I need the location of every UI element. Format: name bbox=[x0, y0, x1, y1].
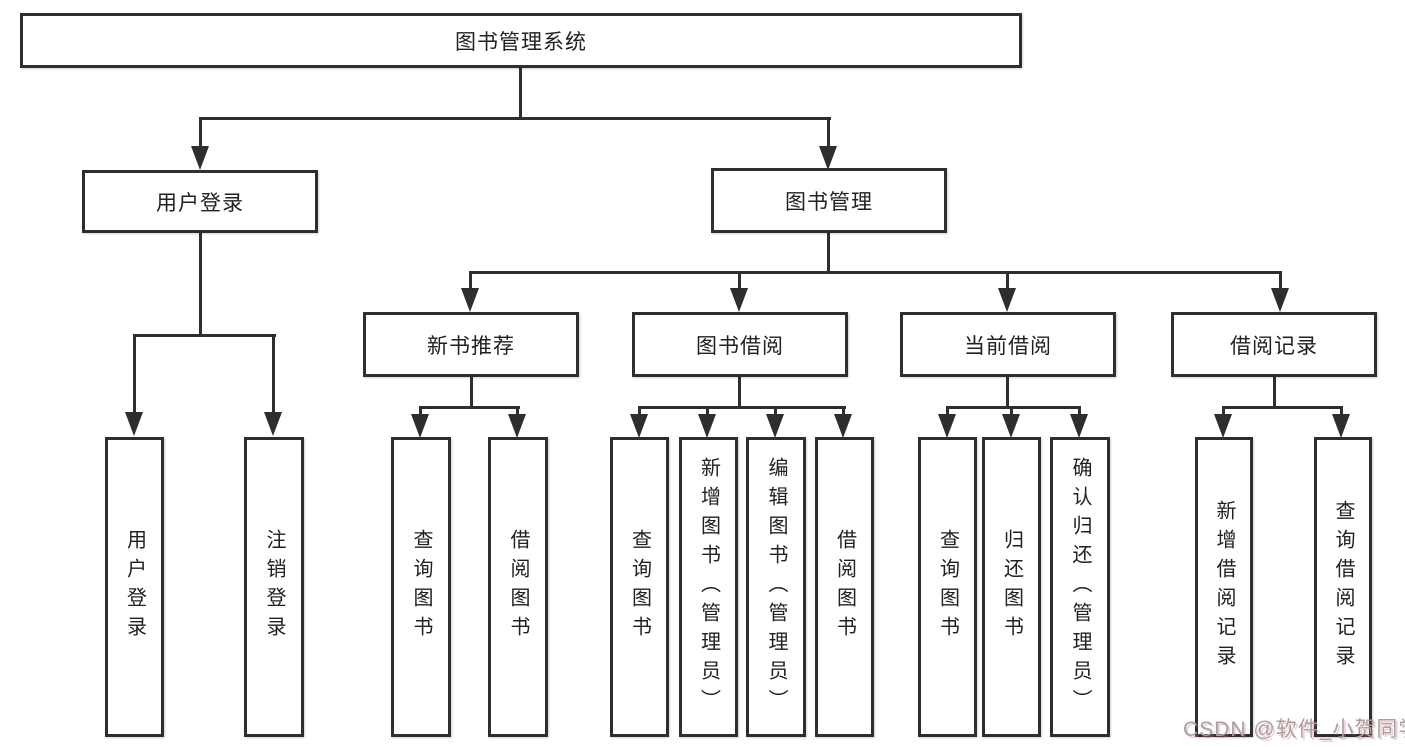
leaf-user-login: 用户登录 bbox=[105, 437, 164, 737]
connector-line bbox=[469, 271, 472, 290]
arrowhead bbox=[264, 412, 282, 436]
arrowhead bbox=[730, 288, 748, 312]
leaf-query-borrow-record: 查询借阅记录 bbox=[1314, 437, 1372, 737]
leaf-logout: 注销登录 bbox=[244, 437, 304, 737]
connector-line bbox=[519, 68, 522, 119]
node-library-management-system: 图书管理系统 bbox=[20, 13, 1022, 68]
leaf-edit-books-admin: 编辑图书（管理员） bbox=[746, 437, 806, 737]
connector-line bbox=[827, 233, 830, 274]
arrowhead bbox=[938, 414, 956, 438]
arrowhead bbox=[1332, 414, 1350, 438]
connector-line bbox=[638, 406, 846, 409]
connector-line bbox=[1078, 406, 1081, 416]
connector-line bbox=[1273, 377, 1276, 409]
leaf-add-borrow-record: 新增借阅记录 bbox=[1195, 437, 1253, 737]
connector-line bbox=[516, 406, 519, 416]
connector-line bbox=[738, 271, 741, 290]
leaf-logout-label: 注销登录 bbox=[263, 529, 285, 645]
connector-line bbox=[842, 406, 845, 416]
connector-line bbox=[470, 377, 473, 409]
csdn-watermark: CSDN @软件_小贺同学 bbox=[1183, 718, 1405, 741]
leaf-confirm-return-admin: 确认归还（管理员） bbox=[1050, 437, 1110, 737]
arrowhead bbox=[508, 414, 526, 438]
leaf-edit-books-admin-label: 编辑图书（管理员） bbox=[765, 456, 787, 718]
leaf-user-login-label: 用户登录 bbox=[123, 529, 146, 645]
node-user-login: 用户登录 bbox=[82, 170, 318, 233]
arrowhead bbox=[191, 146, 209, 170]
leaf-add-books-admin-label: 新增图书（管理员） bbox=[697, 456, 720, 718]
connector-line bbox=[827, 117, 830, 148]
arrowhead bbox=[125, 412, 143, 436]
arrowhead bbox=[1002, 414, 1020, 438]
arrowhead bbox=[834, 414, 852, 438]
connector-line bbox=[706, 406, 709, 416]
connector-line bbox=[1222, 406, 1343, 409]
arrowhead bbox=[698, 414, 716, 438]
connector-line bbox=[1340, 406, 1343, 416]
node-book-borrowing: 图书借阅 bbox=[632, 312, 848, 377]
leaf-return-books: 归还图书 bbox=[982, 437, 1041, 737]
leaf-recommend-query-books: 查询图书 bbox=[391, 437, 451, 737]
arrowhead bbox=[1214, 414, 1232, 438]
connector-line bbox=[1006, 271, 1009, 290]
leaf-borrow-books: 借阅图书 bbox=[815, 437, 874, 737]
leaf-recommend-query-books-label: 查询图书 bbox=[410, 529, 432, 645]
connector-line bbox=[419, 406, 422, 416]
arrowhead bbox=[766, 414, 784, 438]
leaf-query-borrow-record-label: 查询借阅记录 bbox=[1332, 500, 1354, 674]
node-borrowing-records: 借阅记录 bbox=[1171, 312, 1377, 377]
connector-line bbox=[1222, 406, 1225, 416]
arrowhead bbox=[461, 288, 479, 312]
leaf-borrowing-query-books-label: 查询图书 bbox=[628, 529, 651, 645]
leaf-return-books-label: 归还图书 bbox=[1000, 529, 1023, 645]
connector-line bbox=[638, 406, 641, 416]
arrowhead bbox=[411, 414, 429, 438]
connector-line bbox=[1006, 377, 1009, 409]
connector-line bbox=[199, 233, 202, 337]
connector-line bbox=[946, 406, 949, 416]
leaf-borrowing-query-books: 查询图书 bbox=[610, 437, 669, 737]
leaf-add-borrow-record-label: 新增借阅记录 bbox=[1213, 500, 1235, 674]
arrowhead bbox=[819, 146, 837, 170]
connector-line bbox=[272, 334, 275, 414]
connector-line bbox=[1279, 271, 1282, 290]
connector-line bbox=[774, 406, 777, 416]
node-current-borrowing: 当前借阅 bbox=[900, 312, 1116, 377]
connector-line bbox=[1010, 406, 1013, 416]
connector-line bbox=[199, 117, 831, 120]
arrowhead bbox=[1070, 414, 1088, 438]
arrowhead bbox=[998, 288, 1016, 312]
connector-line bbox=[133, 334, 136, 414]
connector-line bbox=[738, 377, 741, 409]
leaf-add-books-admin: 新增图书（管理员） bbox=[679, 437, 738, 737]
node-book-management: 图书管理 bbox=[711, 168, 947, 233]
leaf-current-query-books-label: 查询图书 bbox=[936, 529, 959, 645]
leaf-recommend-borrow-books: 借阅图书 bbox=[488, 437, 548, 737]
connector-line bbox=[946, 406, 1081, 409]
leaf-confirm-return-admin-label: 确认归还（管理员） bbox=[1069, 456, 1091, 718]
leaf-current-query-books: 查询图书 bbox=[918, 437, 977, 737]
connector-line bbox=[419, 406, 520, 409]
connector-line bbox=[133, 334, 276, 337]
arrowhead bbox=[630, 414, 648, 438]
leaf-recommend-borrow-books-label: 借阅图书 bbox=[507, 529, 529, 645]
leaf-borrow-books-label: 借阅图书 bbox=[833, 529, 856, 645]
connector-line bbox=[199, 117, 202, 148]
node-new-book-recommend: 新书推荐 bbox=[363, 312, 579, 377]
connector-line bbox=[469, 271, 1282, 274]
arrowhead bbox=[1271, 288, 1289, 312]
